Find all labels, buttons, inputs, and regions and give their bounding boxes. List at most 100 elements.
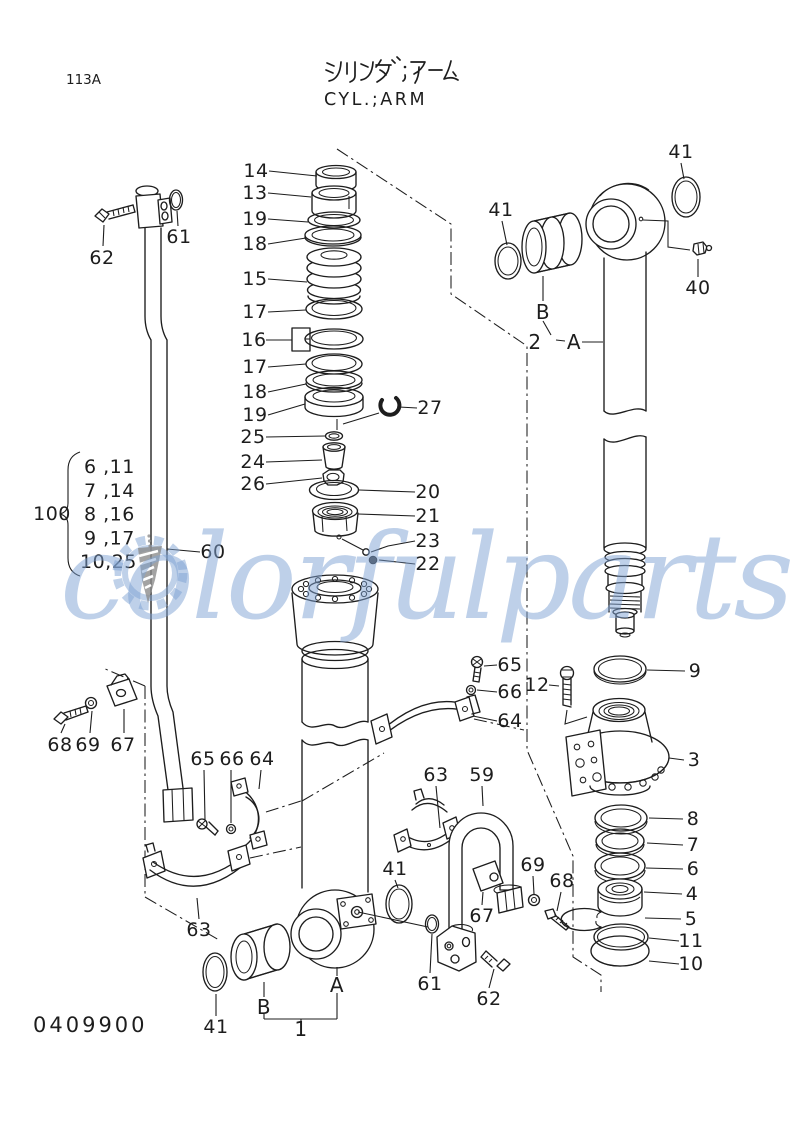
barrel-bottom-eye [290, 889, 429, 969]
callout-A: A [567, 330, 581, 354]
watermark-text: colorfulparts [60, 508, 791, 646]
piston-4 [597, 878, 643, 917]
flange-bolt-holes [297, 575, 373, 603]
bushing-B-bottom [230, 923, 291, 981]
callout-18: 18 [242, 381, 267, 403]
leader-27 [398, 406, 418, 409]
part-16-ring [291, 327, 364, 352]
callout-14: 14 [243, 160, 268, 182]
leader-6 [645, 867, 684, 870]
callout-41: 41 [382, 858, 407, 880]
leader-21 [357, 513, 416, 517]
part-18-ring-a [304, 225, 362, 247]
callout-9: 9 [689, 660, 702, 682]
part-24-bushing [322, 442, 346, 470]
leader-62 [488, 968, 495, 989]
clamp-63-lower-left [142, 842, 251, 887]
part-20-ring [308, 479, 360, 501]
callout-68: 68 [549, 870, 574, 892]
watermark-screw-icon [138, 534, 162, 603]
callout-8: 8 [687, 808, 700, 830]
flange-67-middle [472, 860, 504, 892]
leader-20 [358, 489, 416, 493]
group-100-item: 6 ,11 [84, 456, 135, 478]
callout-41: 41 [488, 199, 513, 221]
callout-66: 66 [497, 681, 522, 703]
nut-66-left [225, 823, 237, 835]
callout-19: 19 [242, 404, 267, 426]
leader-59 [481, 785, 484, 807]
callout-65: 65 [190, 748, 215, 770]
leader-3 [668, 757, 685, 761]
block-67-left [106, 673, 138, 707]
u-pipe-59-group [385, 812, 570, 972]
seal-41-top-right [671, 176, 701, 218]
o-ring-61-top [168, 189, 184, 211]
leader-8 [648, 817, 684, 820]
o-ring-41-middle [385, 884, 413, 924]
part-22-plug [368, 555, 378, 565]
callout-3: 3 [688, 749, 701, 771]
callout-68: 68 [47, 734, 72, 756]
leader-19 [267, 218, 309, 223]
leader-64 [258, 769, 262, 790]
callout-60: 60 [200, 541, 225, 563]
leader-64 [472, 715, 498, 722]
callout-18: 18 [242, 233, 267, 255]
callout-24: 24 [240, 451, 265, 473]
part-14-wiper [315, 164, 357, 193]
part-18-ring-b [305, 370, 363, 393]
watermark: colorfulparts [60, 508, 794, 646]
callout-61: 61 [166, 226, 191, 248]
leader-4 [643, 891, 683, 895]
leader-26 [265, 477, 323, 485]
callout-27: 27 [417, 397, 442, 419]
callout-40: 40 [685, 277, 710, 299]
group-100-brace [59, 451, 81, 577]
callout-59: 59 [469, 764, 494, 786]
part-17-ring-a [305, 298, 363, 320]
callout-62: 62 [476, 988, 501, 1010]
leader-5 [644, 917, 682, 920]
callout-B: B [257, 995, 271, 1019]
callout-61: 61 [417, 973, 442, 995]
callout-66: 66 [219, 748, 244, 770]
callout-25: 25 [240, 426, 265, 448]
leader-66 [476, 689, 498, 693]
watermark-gear-icon [112, 535, 188, 611]
callout-21: 21 [415, 505, 440, 527]
callout-17: 17 [242, 301, 267, 323]
callout-64: 64 [249, 748, 274, 770]
leader-61 [176, 210, 179, 227]
callout-69: 69 [75, 734, 100, 756]
leader-41 [501, 220, 508, 246]
callout-63: 63 [423, 764, 448, 786]
callout-11: 11 [678, 930, 703, 952]
ring-8 [594, 804, 648, 835]
seal-kit-stack [291, 164, 402, 565]
piston-stack [560, 804, 650, 967]
part-21-gland-nut [311, 501, 359, 540]
leader-69 [89, 710, 93, 734]
leader-18 [267, 237, 307, 245]
leader-65 [483, 664, 498, 667]
pipe-assembly-left [94, 185, 194, 823]
leader-10 [648, 960, 680, 965]
gland-3 [565, 697, 670, 797]
leader-11 [648, 937, 680, 942]
leader-19 [267, 403, 306, 416]
leader-41 [394, 879, 399, 889]
callout-7: 7 [687, 834, 700, 856]
leader-12 [548, 684, 560, 687]
callout-67: 67 [110, 734, 135, 756]
leader-14 [268, 170, 318, 177]
callout-1: 1 [294, 1017, 307, 1041]
leader-17 [267, 309, 307, 313]
part-23-screw-hole [341, 538, 370, 556]
group-100-item: 8 ,16 [84, 504, 135, 526]
grease-fitting-40 [642, 219, 713, 256]
leader-65 [203, 769, 206, 821]
